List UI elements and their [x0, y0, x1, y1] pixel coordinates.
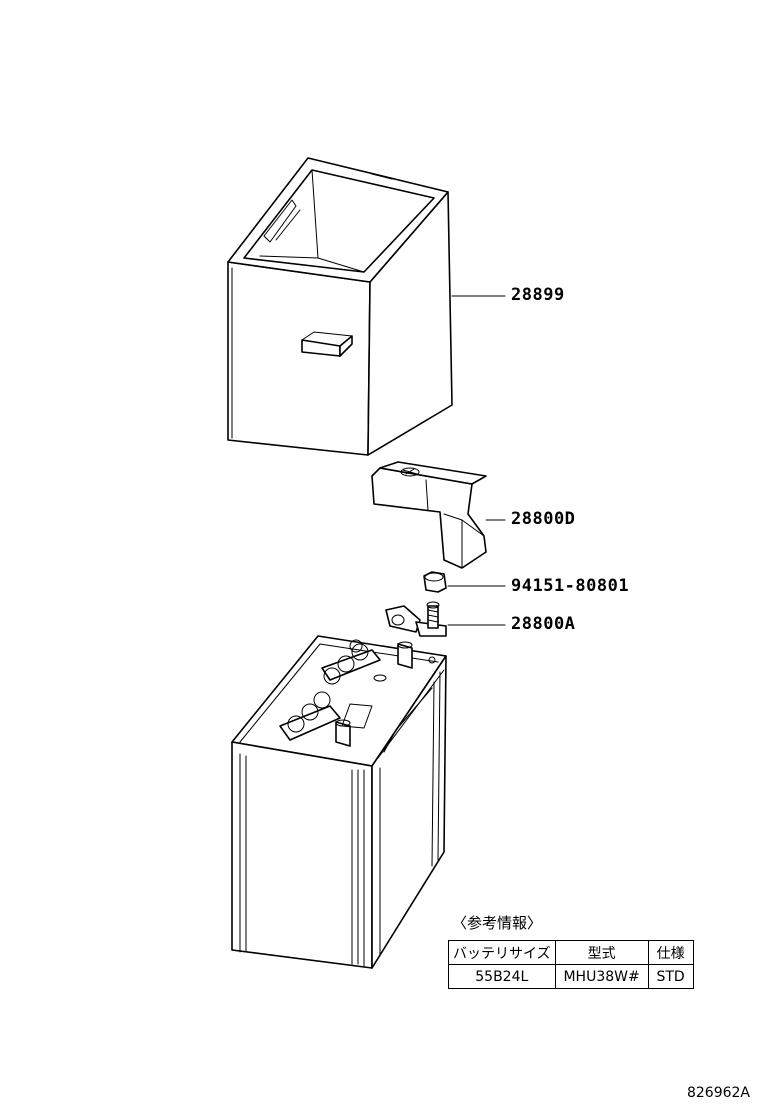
clamp-illustration: [371, 461, 506, 569]
cell-battery-size: 55B24L: [448, 964, 556, 989]
header-spec: 仕様: [647, 940, 694, 965]
cell-spec: STD: [647, 964, 694, 989]
header-battery-size: バッテリサイズ: [448, 940, 556, 965]
battery-box-illustration: [227, 157, 506, 456]
cell-model: MHU38W#: [554, 964, 649, 989]
terminal-illustration: [385, 601, 506, 637]
part-label-28800d: 28800D: [511, 509, 576, 529]
part-label-28899: 28899: [511, 285, 565, 305]
header-model: 型式: [554, 940, 649, 965]
part-label-28800a: 28800A: [511, 614, 576, 634]
table-header-row: バッテリサイズ 型式 仕様: [448, 940, 694, 965]
reference-info-table: バッテリサイズ 型式 仕様 55B24L MHU38W# STD: [448, 940, 694, 989]
part-label-94151-80801: 94151-80801: [511, 576, 630, 596]
bolt-illustration: [423, 571, 506, 593]
catalog-number: 826962A: [686, 1085, 750, 1101]
table-row: 55B24L MHU38W# STD: [448, 964, 694, 989]
reference-info-title: 〈参考情報〉: [452, 914, 543, 932]
battery-illustration: [231, 635, 447, 969]
